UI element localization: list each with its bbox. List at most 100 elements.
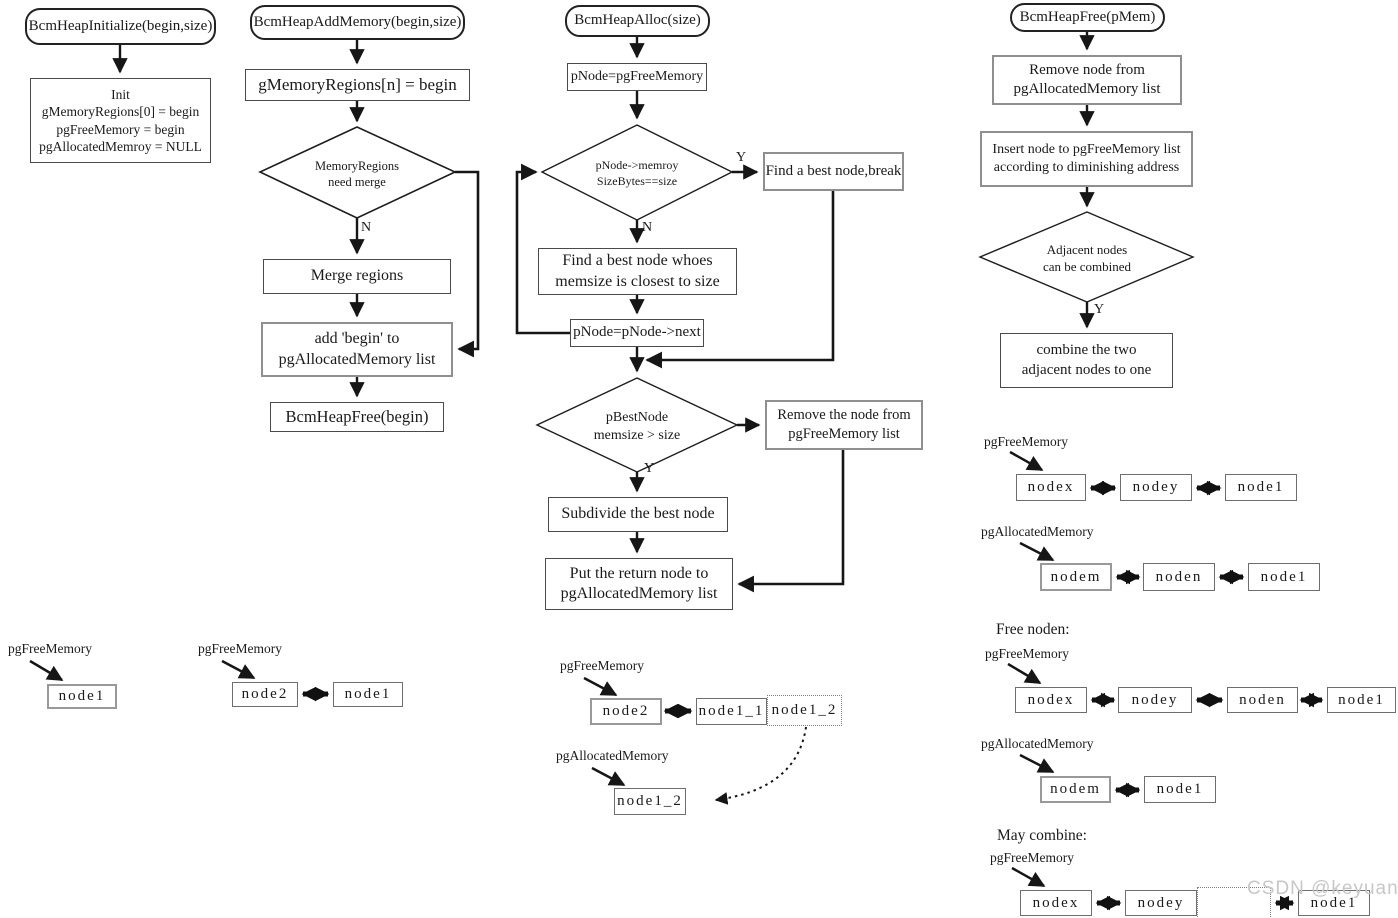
node-box: nodey [1125,890,1197,916]
pointer-label-pgfreememory: pgFreeMemory [984,434,1068,449]
init-line: pgFreeMemory = begin [56,121,185,137]
section-heading-free-noden: Free noden: [996,621,1070,638]
flowchart-title: BcmHeapFree(pMem) [1019,8,1156,25]
process-text: according to diminishing address [993,160,1180,175]
flowchart-title: BcmHeapInitialize(begin,size) [28,17,213,34]
pointer-label-pgallocatedmemory: pgAllocatedMemory [556,748,669,763]
process-pnode-assign: pNode=pgFreeMemory [567,63,707,91]
process-pnode-next: pNode=pNode->next [570,319,704,347]
node-box: node2 [232,682,298,707]
process-text: pgFreeMemory list [788,426,900,442]
process-text: Remove node from [1029,61,1145,78]
decision-line: pNode->memroy [595,158,679,172]
terminator-bcmheapinitialize: BcmHeapInitialize(begin,size) [25,8,216,45]
decision-line: can be combined [1042,258,1132,274]
process-add-begin: add 'begin' to pgAllocatedMemory list [261,322,453,377]
branch-label-no: N [361,220,372,235]
section-heading-may-combine: May combine: [997,827,1087,844]
flowchart-title: BcmHeapAlloc(size) [574,12,701,29]
node-box: nodey [1120,474,1192,501]
node-box: nodex [1016,474,1086,501]
process-find-best-node: Find a best node whoes memsize is closes… [538,248,737,295]
node-box: nodey [1118,687,1192,713]
node-box: node1 [1225,474,1297,501]
branch-label-no: N [642,220,653,235]
process-text: Merge regions [310,267,404,285]
decision-text-need-merge: MemoryRegions need merge [277,158,437,191]
node-box: node1 [1327,687,1396,713]
process-text: adjacent nodes to one [1021,361,1152,378]
process-text: add 'begin' to [314,330,400,348]
pointer-label-pgfreememory: pgFreeMemory [8,641,92,656]
pointer-label-pgfreememory: pgFreeMemory [985,646,1069,661]
process-text: pNode=pNode->next [573,324,701,341]
terminator-bcmheapalloc: BcmHeapAlloc(size) [565,5,710,37]
pointer-label-pgallocatedmemory: pgAllocatedMemory [981,524,1094,539]
process-put-return-node: Put the return node to pgAllocatedMemory… [545,558,733,610]
process-text: BcmHeapFree(begin) [285,407,429,427]
node-box-dotted-empty [1197,887,1271,918]
node-box: node1_2 [614,788,686,815]
process-text: Subdivide the best node [561,505,715,523]
process-text: Find a best node,break [765,162,902,179]
process-call-bcmheapfree: BcmHeapFree(begin) [270,402,444,432]
process-text: pNode=pgFreeMemory [570,69,704,85]
node-box: node1 [47,684,117,709]
decision-line: pBestNode [605,410,669,425]
pointer-label-pgallocatedmemory: pgAllocatedMemory [981,736,1094,751]
process-text: Insert node to pgFreeMemory list [992,142,1181,158]
node-box: node1_1 [696,698,767,725]
process-text: Put the return node to [569,564,709,582]
branch-label-yes: Y [1094,302,1105,317]
process-init-globals: Init gMemoryRegions[0] = begin pgFreeMem… [30,78,211,163]
process-merge-regions: Merge regions [263,259,451,294]
process-gmemoryregions-assign: gMemoryRegions[n] = begin [245,69,470,101]
watermark: CSDN @keyuan [1247,878,1398,899]
process-text: pgAllocatedMemory list [560,585,718,602]
process-text: pgAllocatedMemory list [1013,81,1161,97]
decision-line: MemoryRegions [314,159,400,173]
pointer-label-pgfreememory: pgFreeMemory [560,658,644,673]
decision-line: Adjacent nodes [1046,242,1128,257]
process-text: pgAllocatedMemory list [278,350,436,368]
node-box: node2 [590,698,662,725]
process-remove-from-free: Remove the node from pgFreeMemory list [765,400,923,450]
node-box: node1 [333,682,403,707]
process-find-best-break: Find a best node,break [763,152,904,191]
process-insert-to-free: Insert node to pgFreeMemory list accordi… [980,131,1193,187]
node-box: nodem [1040,776,1111,803]
terminator-bcmheapfree: BcmHeapFree(pMem) [1010,3,1165,32]
process-text: gMemoryRegions[n] = begin [258,75,457,95]
init-line: gMemoryRegions[0] = begin [41,104,200,120]
branch-label-yes: Y [644,461,655,476]
terminator-bcmheapaddmemory: BcmHeapAddMemory(begin,size) [250,5,465,40]
decision-line: SizeBytes==size [596,173,678,188]
node-box: node1 [1144,776,1216,803]
process-text: Remove the node from [777,407,911,424]
pointer-label-pgfreememory: pgFreeMemory [990,850,1074,865]
split-node-dotted-arrow [714,726,807,805]
decision-text-pbestnode: pBestNode memsize > size [552,409,722,445]
node-box: node1 [1298,890,1370,916]
init-line: pgAllocatedMemroy = NULL [39,138,202,154]
decision-line: need merge [328,175,386,190]
process-remove-from-alloc: Remove node from pgAllocatedMemory list [992,55,1182,105]
process-text: memsize is closest to size [555,272,720,290]
process-text: combine the two [1036,342,1137,359]
node-box: noden [1143,563,1215,591]
branch-label-yes: Y [736,150,747,165]
node-box-dotted: node1_2 [767,695,842,726]
node-box: nodex [1020,890,1092,916]
decision-text-sizebytes: pNode->memroy SizeBytes==size [557,158,717,189]
decision-line: memsize > size [593,428,681,444]
node-box: node1 [1248,563,1320,591]
flowchart-title: BcmHeapAddMemory(begin,size) [253,13,462,30]
init-line: Init [111,86,130,102]
process-text: Find a best node whoes [562,252,713,270]
pointer-label-pgfreememory: pgFreeMemory [198,641,282,656]
decision-text-adjacent: Adjacent nodes can be combined [1002,242,1172,276]
process-combine-nodes: combine the two adjacent nodes to one [1000,333,1173,388]
node-box: nodex [1015,687,1087,713]
process-subdivide: Subdivide the best node [548,497,728,532]
